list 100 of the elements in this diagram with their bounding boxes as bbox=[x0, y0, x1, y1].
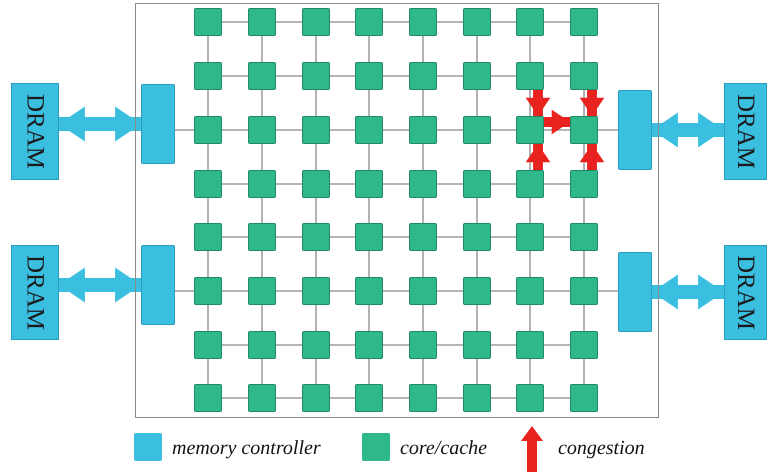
link-line bbox=[315, 144, 317, 170]
core-tile bbox=[463, 384, 491, 412]
link-line bbox=[222, 21, 248, 23]
link-line bbox=[368, 198, 370, 223]
link-line bbox=[207, 305, 209, 331]
link-line bbox=[315, 198, 317, 223]
link-line bbox=[315, 90, 317, 116]
link-line bbox=[491, 236, 516, 238]
controller-block bbox=[141, 84, 175, 164]
core-tile bbox=[194, 116, 222, 144]
link-line bbox=[583, 359, 585, 384]
link-line bbox=[491, 290, 516, 292]
link-line bbox=[476, 359, 478, 384]
link-line bbox=[383, 21, 409, 23]
core-tile bbox=[463, 277, 491, 305]
link-line bbox=[476, 198, 478, 223]
link-line bbox=[529, 251, 531, 277]
link-line bbox=[330, 183, 355, 185]
dram-box: DRAM bbox=[11, 245, 59, 340]
core-tile bbox=[570, 170, 598, 198]
core-tile bbox=[355, 331, 383, 359]
link-line bbox=[491, 397, 516, 399]
core-tile bbox=[516, 116, 544, 144]
link-line bbox=[422, 359, 424, 384]
link-line bbox=[598, 290, 618, 292]
core-tile bbox=[355, 384, 383, 412]
link-line bbox=[330, 236, 355, 238]
chip-outline bbox=[135, 3, 659, 418]
core-tile bbox=[463, 62, 491, 90]
link-line bbox=[175, 129, 194, 131]
link-line bbox=[330, 21, 355, 23]
core-tile bbox=[409, 170, 437, 198]
link-line bbox=[261, 359, 263, 384]
link-line bbox=[207, 90, 209, 116]
core-tile bbox=[463, 223, 491, 251]
dram-box: DRAM bbox=[724, 83, 767, 180]
link-line bbox=[276, 236, 302, 238]
core-tile bbox=[248, 8, 276, 36]
link-line bbox=[261, 198, 263, 223]
link-line bbox=[383, 397, 409, 399]
link-line bbox=[222, 75, 248, 77]
link-line bbox=[383, 290, 409, 292]
core-tile bbox=[194, 331, 222, 359]
double-arrow bbox=[652, 112, 724, 148]
core-tile bbox=[248, 116, 276, 144]
link-line bbox=[315, 36, 317, 62]
core-tile bbox=[302, 170, 330, 198]
link-line bbox=[222, 183, 248, 185]
core-tile bbox=[516, 384, 544, 412]
link-line bbox=[544, 397, 570, 399]
link-line bbox=[422, 251, 424, 277]
link-line bbox=[207, 198, 209, 223]
link-line bbox=[368, 305, 370, 331]
link-line bbox=[330, 397, 355, 399]
core-tile bbox=[409, 8, 437, 36]
core-tile bbox=[570, 116, 598, 144]
core-tile bbox=[248, 331, 276, 359]
core-tile bbox=[516, 223, 544, 251]
link-line bbox=[330, 75, 355, 77]
link-line bbox=[222, 129, 248, 131]
link-line bbox=[368, 144, 370, 170]
link-line bbox=[476, 36, 478, 62]
core-tile bbox=[355, 223, 383, 251]
core-tile bbox=[302, 116, 330, 144]
link-line bbox=[276, 129, 302, 131]
link-line bbox=[544, 290, 570, 292]
link-line bbox=[261, 90, 263, 116]
link-line bbox=[491, 21, 516, 23]
link-line bbox=[276, 21, 302, 23]
core-tile bbox=[516, 277, 544, 305]
link-line bbox=[583, 251, 585, 277]
core-tile bbox=[302, 223, 330, 251]
link-line bbox=[437, 21, 463, 23]
link-line bbox=[368, 90, 370, 116]
link-line bbox=[207, 36, 209, 62]
legend-label: core/cache bbox=[400, 438, 487, 458]
link-line bbox=[544, 344, 570, 346]
core-tile bbox=[355, 170, 383, 198]
legend-label: congestion bbox=[558, 438, 645, 458]
link-line bbox=[368, 359, 370, 384]
core-tile bbox=[194, 8, 222, 36]
link-line bbox=[544, 236, 570, 238]
link-line bbox=[422, 198, 424, 223]
link-line bbox=[491, 129, 516, 131]
link-line bbox=[437, 129, 463, 131]
core-tile bbox=[516, 170, 544, 198]
link-line bbox=[383, 129, 409, 131]
core-tile bbox=[516, 62, 544, 90]
arrow bbox=[526, 144, 550, 170]
core-tile bbox=[302, 331, 330, 359]
core-tile bbox=[355, 277, 383, 305]
arrow bbox=[544, 110, 570, 134]
core-tile bbox=[516, 8, 544, 36]
double-arrow bbox=[652, 274, 724, 310]
core-tile bbox=[194, 170, 222, 198]
controller-block bbox=[141, 245, 175, 325]
link-line bbox=[544, 129, 570, 131]
link-line bbox=[476, 251, 478, 277]
link-line bbox=[315, 305, 317, 331]
link-line bbox=[383, 236, 409, 238]
